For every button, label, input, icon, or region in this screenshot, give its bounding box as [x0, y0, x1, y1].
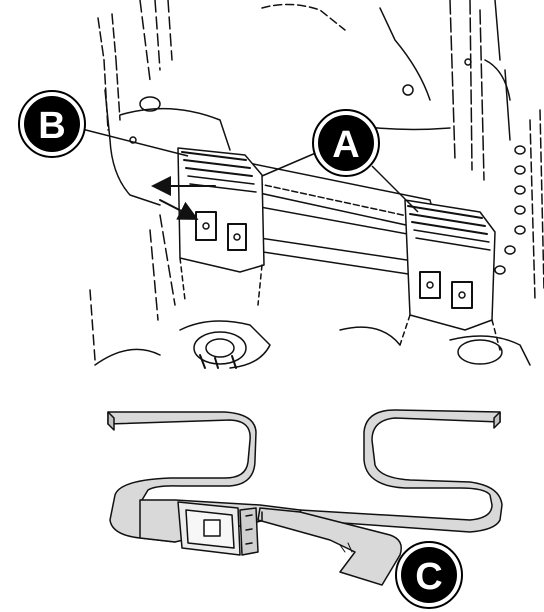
strap-tail [257, 507, 402, 586]
left-clamp-bracket [177, 147, 265, 306]
arrow-icon [159, 199, 199, 220]
mechanism-illustration [89, 0, 544, 369]
callout-c: C [395, 541, 463, 609]
left-frame-tube [97, 0, 231, 206]
leader-a-left [261, 151, 319, 177]
buckle [177, 501, 259, 556]
callout-a-label: A [332, 124, 359, 166]
right-clamp-bracket [399, 199, 501, 351]
leader-a-right [371, 165, 419, 213]
callout-b-label: B [38, 105, 65, 147]
right-frame-holes [494, 145, 526, 275]
direction-arrows [151, 176, 216, 220]
strap-right-loop [299, 409, 503, 533]
lower-wheel-hub [89, 214, 531, 369]
callout-a: A [312, 109, 380, 177]
leader-b [77, 127, 189, 157]
strap-illustration [107, 409, 503, 586]
leader-lines [77, 127, 419, 213]
right-frame-tube [261, 0, 544, 301]
callout-b: B [18, 90, 86, 158]
callout-c-label: C [415, 556, 442, 598]
